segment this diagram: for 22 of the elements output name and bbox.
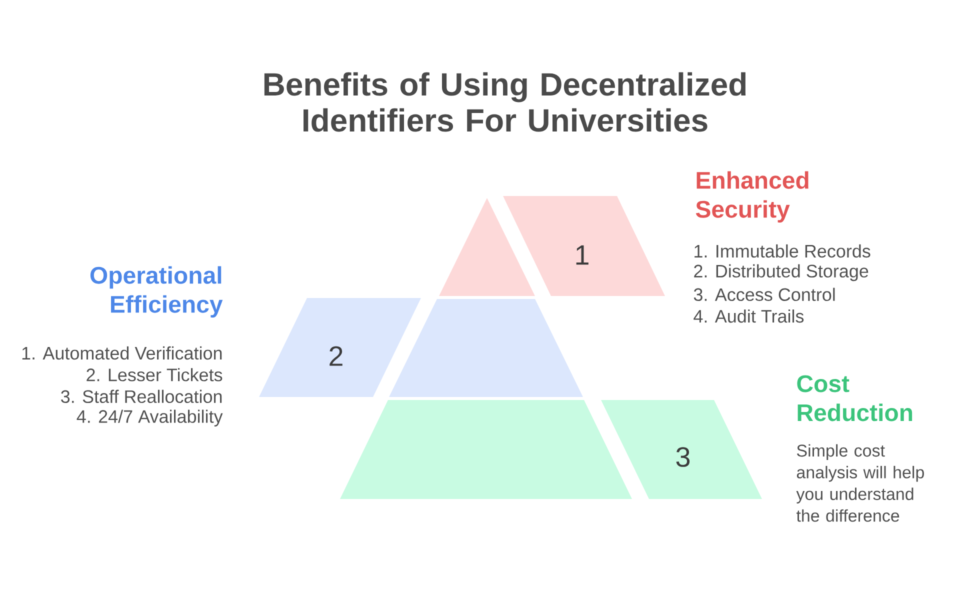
list-item: 1. Automated Verification [22, 346, 222, 360]
list-item: 4. Audit Trails [694, 310, 804, 323]
list-item: 3. Access Control [694, 288, 835, 301]
list-item: 2. Lesser Tickets [86, 368, 222, 382]
parallelogram: 2 [259, 298, 421, 397]
description-text: Simple cost analysis will help you understand the difference [796, 444, 924, 522]
pyramid-layer [389, 299, 583, 397]
pyramid-layer [340, 400, 632, 499]
parallelogram: 3 [601, 400, 762, 499]
section-heading: Operational Efficiency [90, 266, 223, 318]
title: Benefits of Using Decentralized Identifiers For Universities [264, 72, 746, 132]
list-item: 4. 24/7 Availability [76, 410, 223, 426]
list-item: 2. Distributed Storage [694, 264, 868, 282]
node-label: 2 [330, 346, 342, 366]
section-heading: Enhanced Security [696, 171, 808, 223]
pyramid-layer [439, 198, 535, 296]
node-label: 3 [676, 447, 690, 467]
section-heading: Cost Reduction [797, 375, 912, 422]
list-item: 1. Immutable Records [694, 244, 870, 258]
parallelogram: 1 [503, 196, 665, 296]
list-item: 3. Staff Reallocation [61, 390, 222, 403]
node-label: 1 [576, 245, 588, 265]
